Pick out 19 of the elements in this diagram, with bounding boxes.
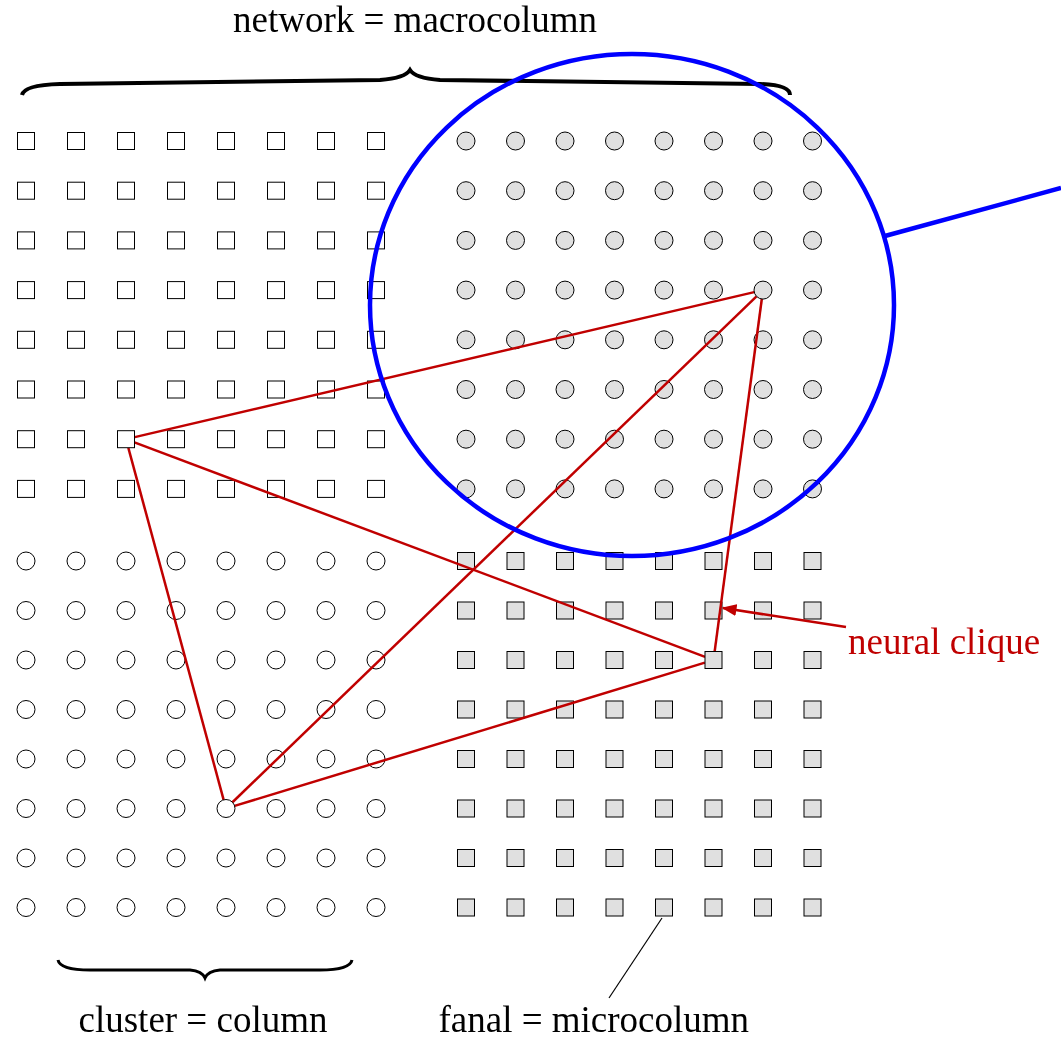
leader-arrow bbox=[721, 604, 847, 629]
connection-line bbox=[134, 290, 755, 439]
callout-label: fanal = microcolumn bbox=[438, 1000, 750, 1041]
callout-label: neural clique bbox=[848, 622, 1041, 663]
neuron-circle bbox=[753, 280, 773, 300]
brace-label: network = macrocolumn bbox=[233, 0, 598, 41]
leader-line bbox=[608, 917, 663, 999]
neuron-square bbox=[117, 430, 135, 449]
connection-line bbox=[134, 441, 706, 658]
neuron-circle bbox=[216, 799, 236, 818]
connection-line bbox=[234, 661, 706, 808]
connection-line bbox=[127, 447, 225, 801]
neuron-square bbox=[655, 898, 673, 917]
brace-label: cluster = column bbox=[78, 1000, 328, 1041]
leader-line bbox=[883, 185, 1061, 239]
highlight-circle bbox=[367, 51, 897, 559]
neuron-square bbox=[704, 651, 723, 669]
connection-line bbox=[231, 295, 758, 804]
connection-line bbox=[713, 298, 764, 652]
